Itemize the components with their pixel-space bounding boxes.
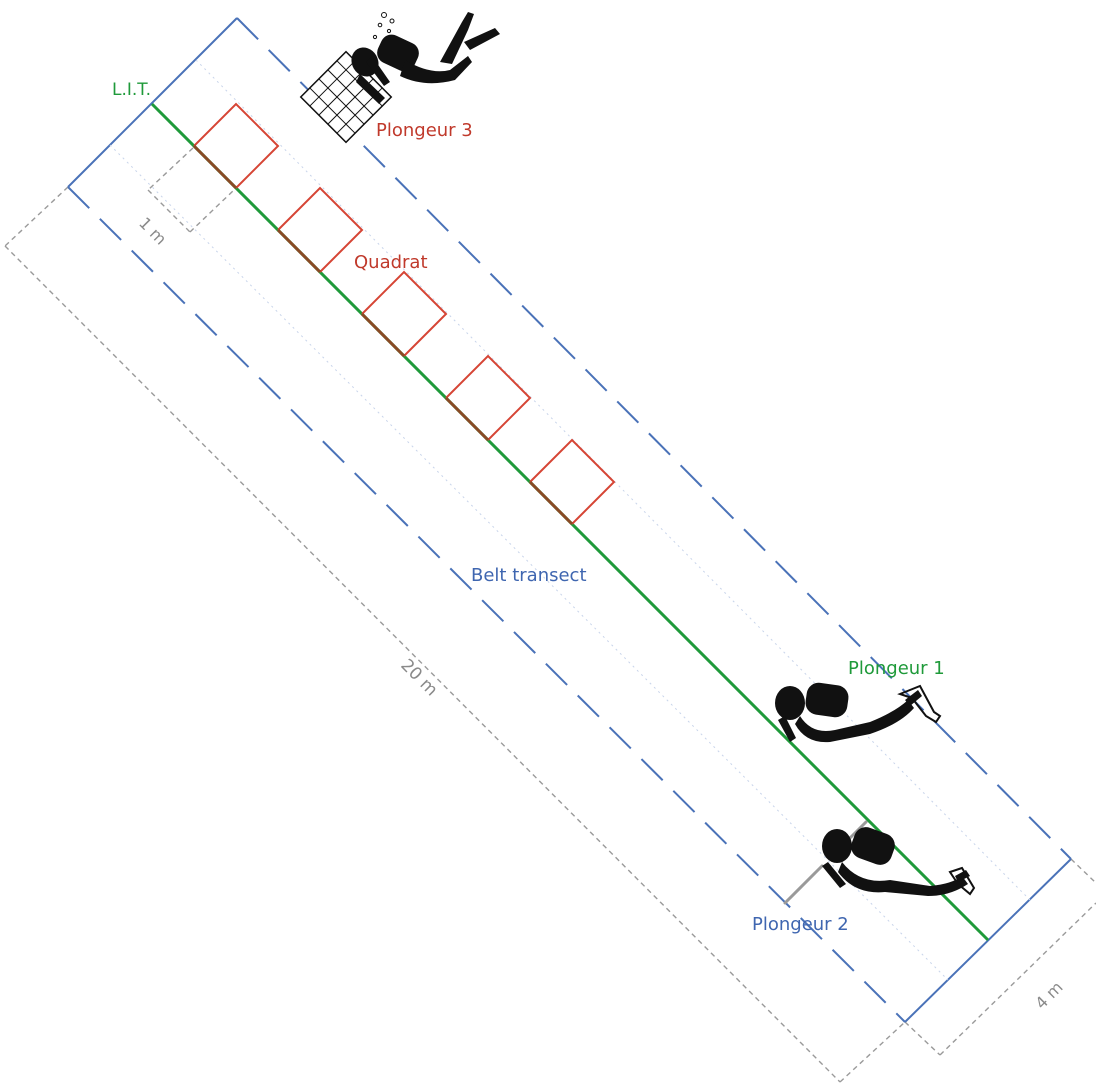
belt-edge-right (236, 17, 1072, 860)
measure-rod-right (846, 820, 868, 842)
lit-label: L.I.T. (112, 80, 151, 100)
belt-transect-label: Belt transect (471, 565, 587, 586)
dim-20m-tick-end (839, 1021, 906, 1083)
scuba-diver-icon (822, 827, 976, 896)
dim-1m-label: 1 m (135, 213, 170, 248)
bubbles-icon (372, 12, 395, 40)
belt-edge-start (67, 17, 238, 188)
dim-20m-line (4, 245, 841, 1083)
quadrat-square (445, 354, 532, 441)
dim-4m-label: 4 m (1031, 978, 1066, 1013)
diver2-rods (783, 820, 868, 905)
quadrat-base (444, 396, 490, 442)
labels: L.I.T. Plongeur 3 Quadrat Belt transect … (112, 80, 1067, 1013)
measure-rod-left (783, 864, 824, 905)
dim-4m-line (939, 902, 1096, 1056)
quadrat-base (192, 144, 238, 190)
quadrat-base (276, 228, 322, 274)
quadrats (192, 102, 616, 526)
scuba-diver-icon (351, 12, 500, 104)
dim-4m-tick-start (904, 1021, 941, 1056)
quadrat-square (361, 270, 448, 357)
diver1-label: Plongeur 1 (848, 658, 945, 679)
diver-3 (299, 12, 500, 144)
dim-20m-tick-start (4, 186, 69, 247)
quadrat-label: Quadrat (354, 252, 428, 273)
belt-transect (67, 17, 1072, 1023)
dimension-lines (4, 147, 1096, 1083)
dim-1m-tick-end (189, 188, 236, 233)
dim-20m-label: 20 m (396, 655, 441, 700)
dim-1m-tick-start (147, 147, 194, 191)
dim-4m-tick-end (1070, 858, 1096, 884)
belt-edge-left (67, 186, 906, 1023)
diver3-label: Plongeur 3 (376, 120, 473, 141)
quadrat-base (528, 480, 574, 526)
quadrat-square (529, 438, 616, 525)
belt-guide-left (109, 144, 949, 981)
diver-2 (822, 827, 976, 896)
quadrat-square (193, 102, 280, 189)
diver-1 (775, 682, 942, 743)
quadrat-square (277, 186, 364, 273)
diver2-label: Plongeur 2 (752, 914, 849, 935)
quadrat-base (360, 312, 406, 358)
belt-edge-end (904, 858, 1072, 1023)
scuba-diver-icon (775, 682, 942, 743)
dim-1m-line (147, 189, 191, 233)
